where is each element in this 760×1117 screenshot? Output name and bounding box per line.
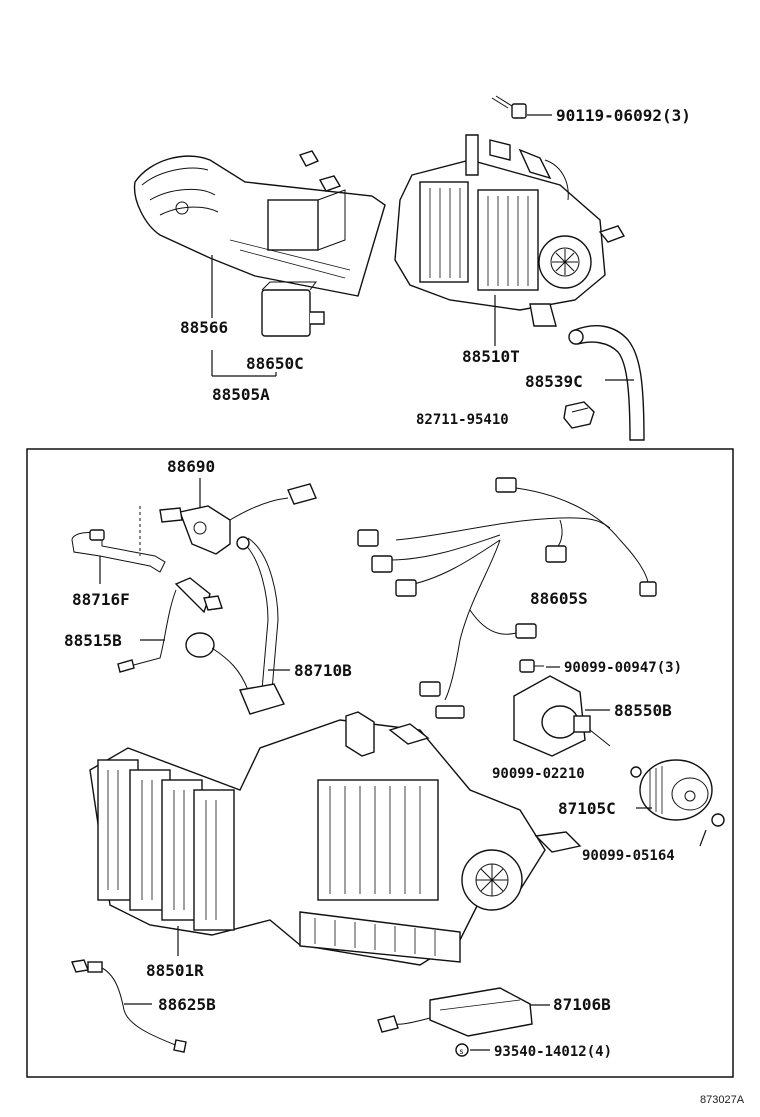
fan-87105c-illustration [639, 759, 713, 821]
label-88510t: 88510T [462, 347, 520, 366]
label-88650c: 88650C [246, 354, 304, 373]
clip-82711-illustration [563, 401, 595, 429]
label-93540-14012: 93540-14012(4) [494, 1044, 612, 1060]
unit-88501r-illustration [89, 711, 582, 966]
svg-text:s: s [459, 1047, 464, 1056]
unit-88510t-illustration [394, 134, 626, 327]
label-90119-06092: 90119-06092(3) [556, 106, 691, 125]
label-87105c: 87105C [558, 799, 616, 818]
label-88501r: 88501R [146, 961, 204, 980]
label-88550b: 88550B [614, 701, 672, 720]
label-87106b: 87106B [553, 995, 611, 1014]
actuator-88690-illustration [139, 483, 317, 556]
screw-93540-illustration [455, 1043, 469, 1057]
label-90099-02210: 90099-02210 [492, 766, 585, 782]
resistor-87106b-illustration [377, 987, 533, 1037]
screw-90099-00947-illustration [519, 659, 544, 673]
servo-88550b-illustration [513, 675, 611, 757]
relay-88650c-illustration [261, 281, 325, 337]
sensor-88515b-illustration [117, 577, 223, 673]
label-88710b: 88710B [294, 661, 352, 680]
label-88515b: 88515B [64, 631, 122, 650]
label-88625b: 88625B [158, 995, 216, 1014]
label-90099-05164: 90099-05164 [582, 848, 675, 864]
harness-88605s-illustration [357, 477, 657, 719]
assembly-frame [26, 448, 734, 1078]
wire-88716f-illustration [71, 529, 166, 573]
label-88566: 88566 [180, 318, 228, 337]
hose-88539c-illustration [568, 324, 645, 441]
duct-88566-illustration [133, 150, 386, 297]
label-88505a: 88505A [212, 385, 270, 404]
label-88716f: 88716F [72, 590, 130, 609]
label-88690: 88690 [167, 457, 215, 476]
leader-90099-05164 [699, 829, 707, 847]
nut-90099-05164-illustration [711, 813, 725, 827]
figure-number: 873027A [700, 1094, 745, 1106]
washer-90099-02210-illustration [630, 766, 642, 778]
sensor-88625b-illustration [71, 959, 187, 1053]
screw-90119-illustration [491, 95, 527, 119]
part-88710b-illustration [185, 536, 286, 715]
label-90099-00947: 90099-00947(3) [564, 660, 682, 676]
label-88539c: 88539C [525, 372, 583, 391]
label-88605s: 88605S [530, 589, 588, 608]
label-82711-95410: 82711-95410 [416, 412, 509, 428]
